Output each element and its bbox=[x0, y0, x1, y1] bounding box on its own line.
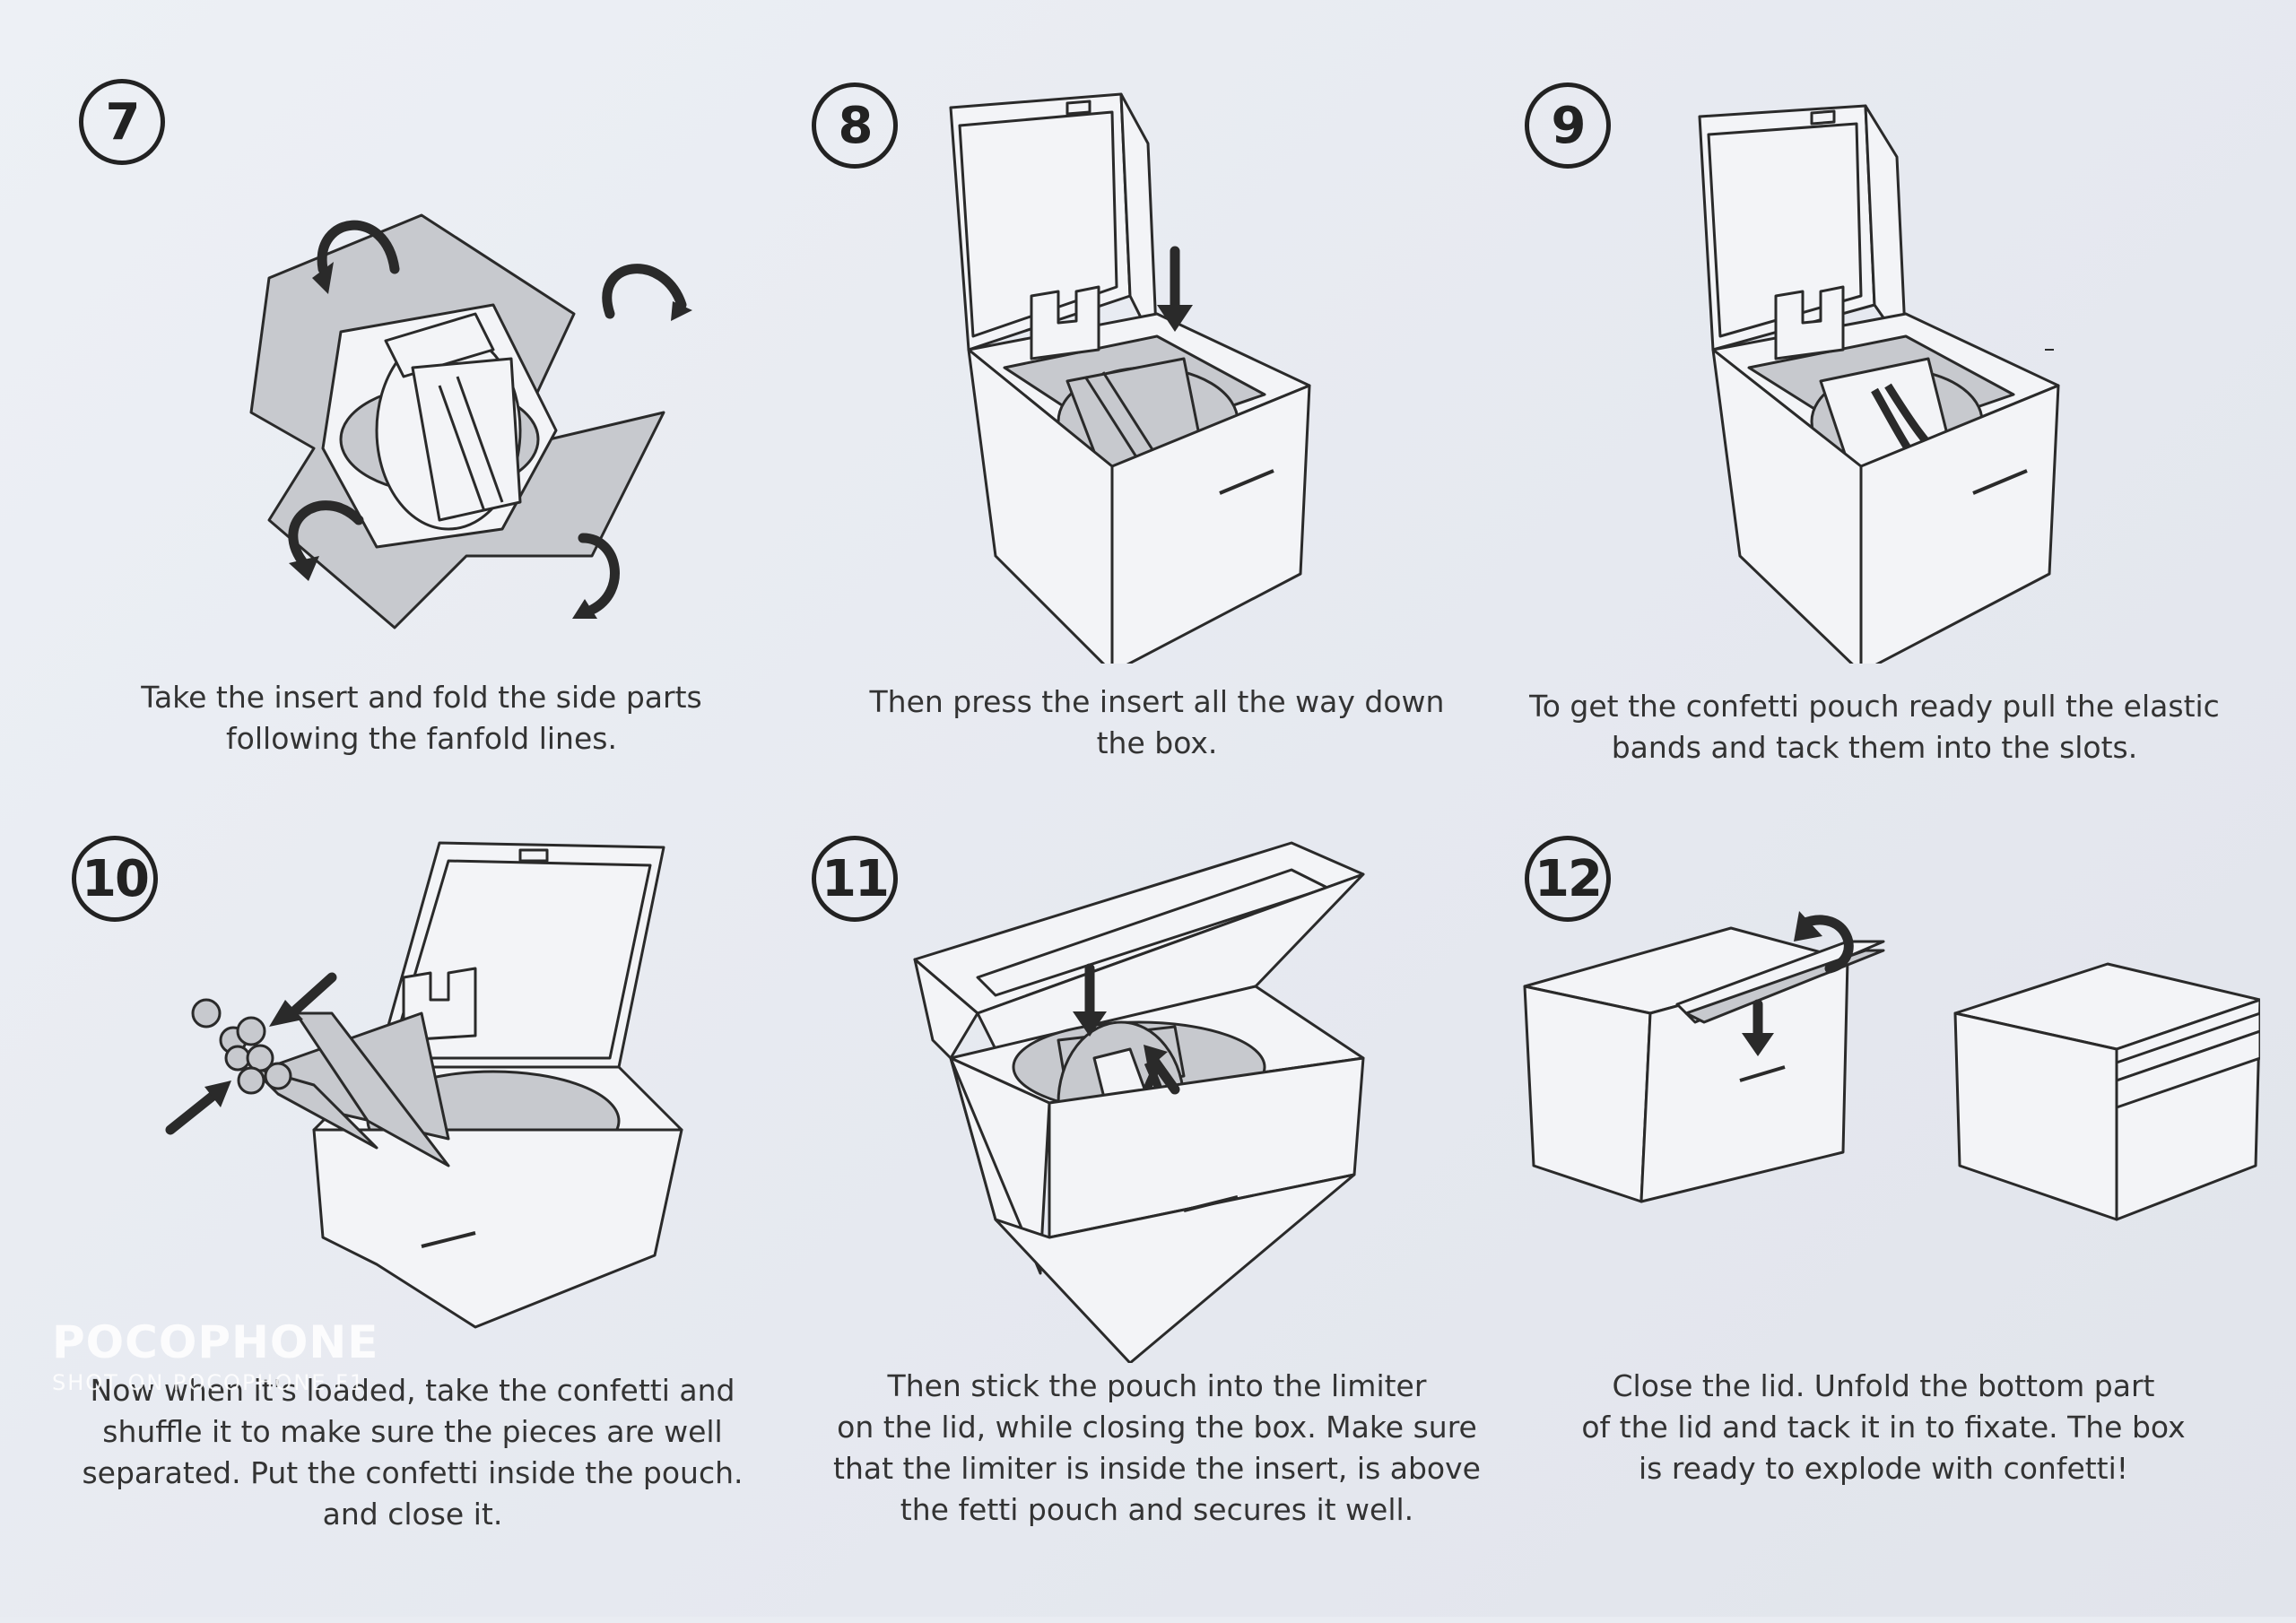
confetti-load-svg bbox=[165, 841, 683, 1329]
step-caption: Then press the insert all the way down t… bbox=[869, 684, 1445, 760]
step-number: 11 bbox=[812, 836, 898, 922]
step-caption: Close the lid. Unfold the bottom part of… bbox=[1581, 1368, 2186, 1486]
step-11: 11 bbox=[789, 834, 1525, 1623]
box-press-insert-illustration bbox=[933, 72, 1435, 664]
step-number: 10 bbox=[72, 836, 158, 922]
close-lid-svg bbox=[1523, 911, 2260, 1221]
step-caption: Then stick the pouch into the limiter on… bbox=[833, 1368, 1481, 1527]
elastic-band-svg bbox=[1698, 104, 2060, 664]
step-10: 10 bbox=[54, 834, 789, 1623]
step-caption: To get the confetti pouch ready pull the… bbox=[1529, 689, 2220, 765]
camera-watermark: POCOPHONE SHOT ON POCOPHONE F1 bbox=[52, 1316, 378, 1395]
insert-fold-svg bbox=[249, 213, 692, 629]
step-number: 7 bbox=[79, 79, 165, 165]
step-number: 8 bbox=[812, 82, 898, 169]
step-number: 9 bbox=[1525, 82, 1611, 169]
step-8: 8 Then press the insert all bbox=[789, 54, 1525, 843]
insert-fold-illustration bbox=[215, 143, 735, 646]
confetti-load-illustration bbox=[152, 834, 744, 1363]
step-number: 12 bbox=[1525, 836, 1611, 922]
step-caption: Take the insert and fold the side parts … bbox=[141, 680, 702, 756]
watermark-title: POCOPHONE bbox=[52, 1316, 379, 1368]
step-12: 12 Close the lid. Unfold the bottom p bbox=[1523, 834, 2260, 1623]
box-press-svg bbox=[949, 92, 1311, 664]
step-caption: Now when it's loaded, take the confetti … bbox=[82, 1373, 744, 1532]
watermark-subtitle: SHOT ON POCOPHONE F1 bbox=[52, 1370, 366, 1395]
step-9: 9 To get the confetti pouch ready pul bbox=[1525, 54, 2260, 843]
step-7: 7 Take the insert and fold t bbox=[54, 54, 789, 843]
elastic-band-illustration bbox=[1686, 81, 2188, 664]
pouch-limiter-illustration bbox=[897, 834, 1489, 1363]
close-lid-illustration bbox=[1489, 906, 2260, 1309]
pouch-limiter-svg bbox=[913, 841, 1365, 1363]
